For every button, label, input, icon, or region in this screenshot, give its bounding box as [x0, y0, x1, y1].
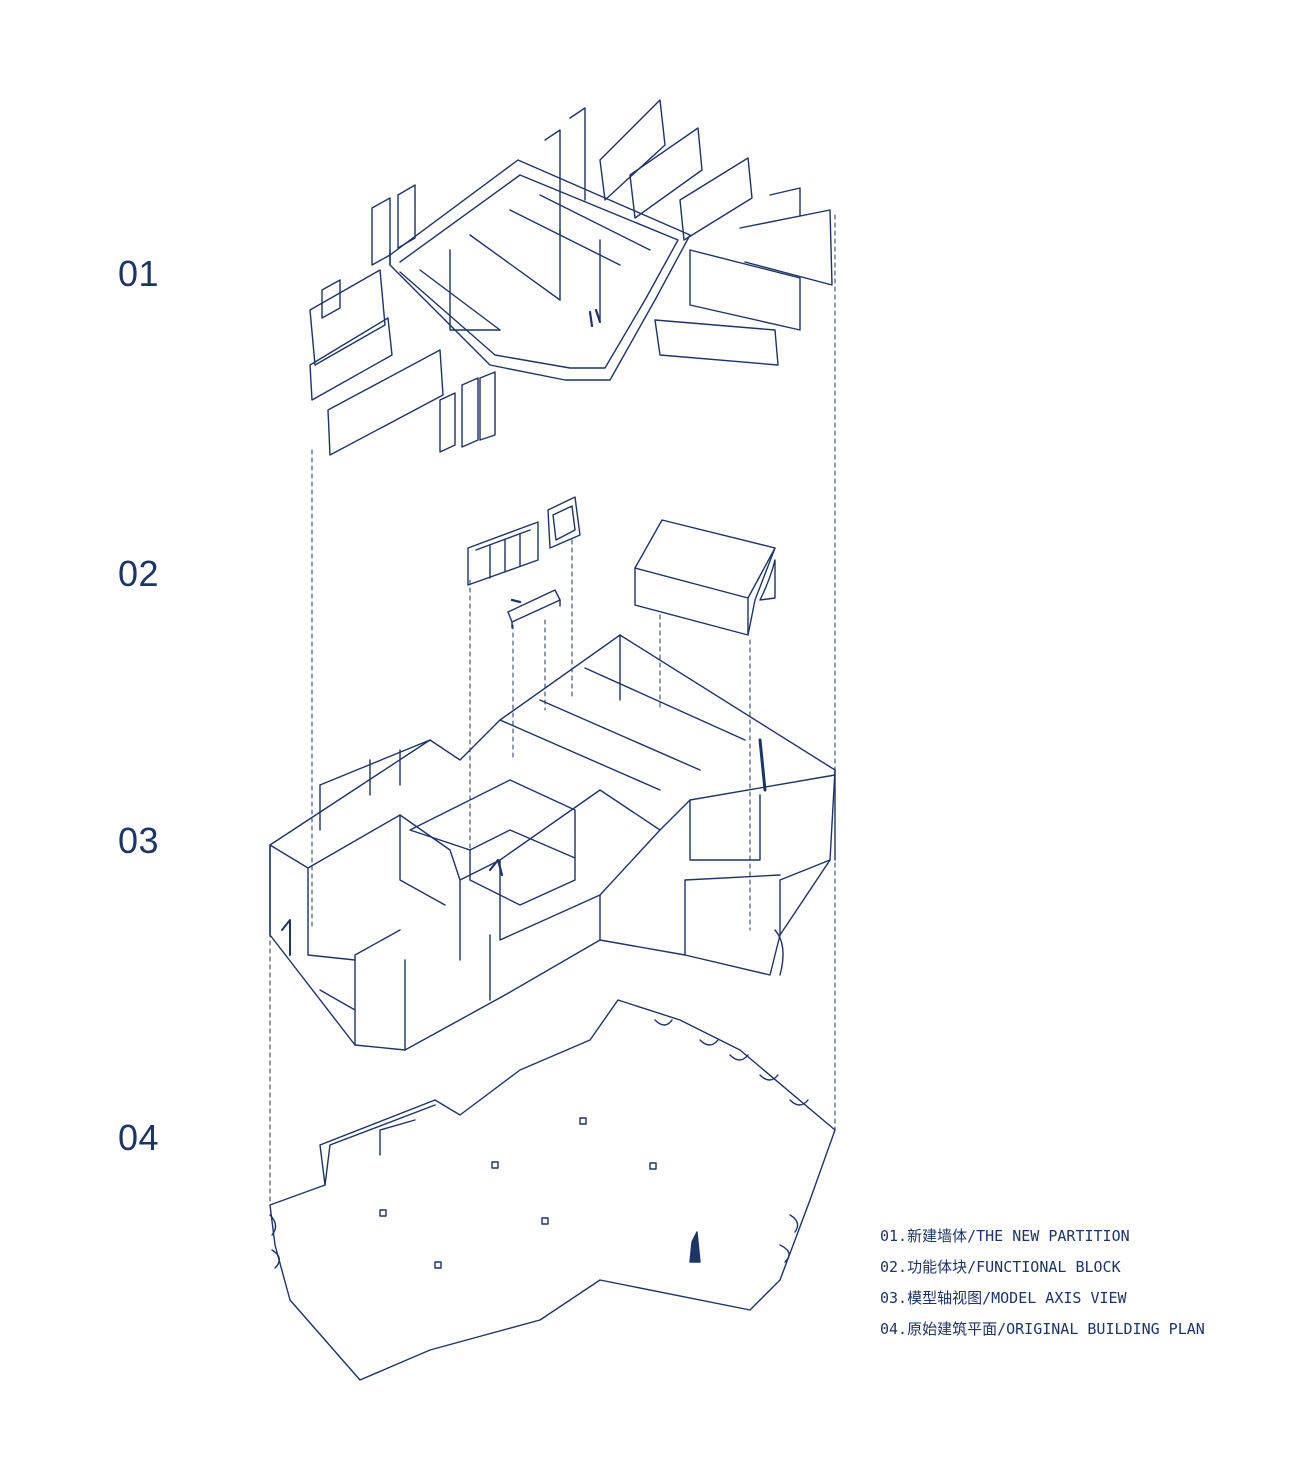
legend-item-new-partition: 01.新建墙体/THE NEW PARTITION — [880, 1227, 1130, 1245]
layer-number-02: 02 — [118, 553, 160, 594]
legend-item-original-building-plan: 04.原始建筑平面/ORIGINAL BUILDING PLAN — [880, 1320, 1205, 1338]
model-axis-view — [269, 634, 836, 1051]
new-partition-walls — [309, 99, 833, 456]
legend-item-model-axis-view: 03.模型轴视图/MODEL AXIS VIEW — [880, 1289, 1127, 1307]
layer-number-03: 03 — [118, 820, 160, 861]
layer-number-01: 01 — [118, 253, 160, 294]
functional-blocks — [467, 496, 776, 636]
legend: 01.新建墙体/THE NEW PARTITION 02.功能体块/FUNCTI… — [880, 1224, 1205, 1348]
legend-item-functional-block: 02.功能体块/FUNCTIONAL BLOCK — [880, 1258, 1121, 1276]
layer-number-04: 04 — [118, 1117, 160, 1158]
original-building-plan — [269, 999, 836, 1381]
